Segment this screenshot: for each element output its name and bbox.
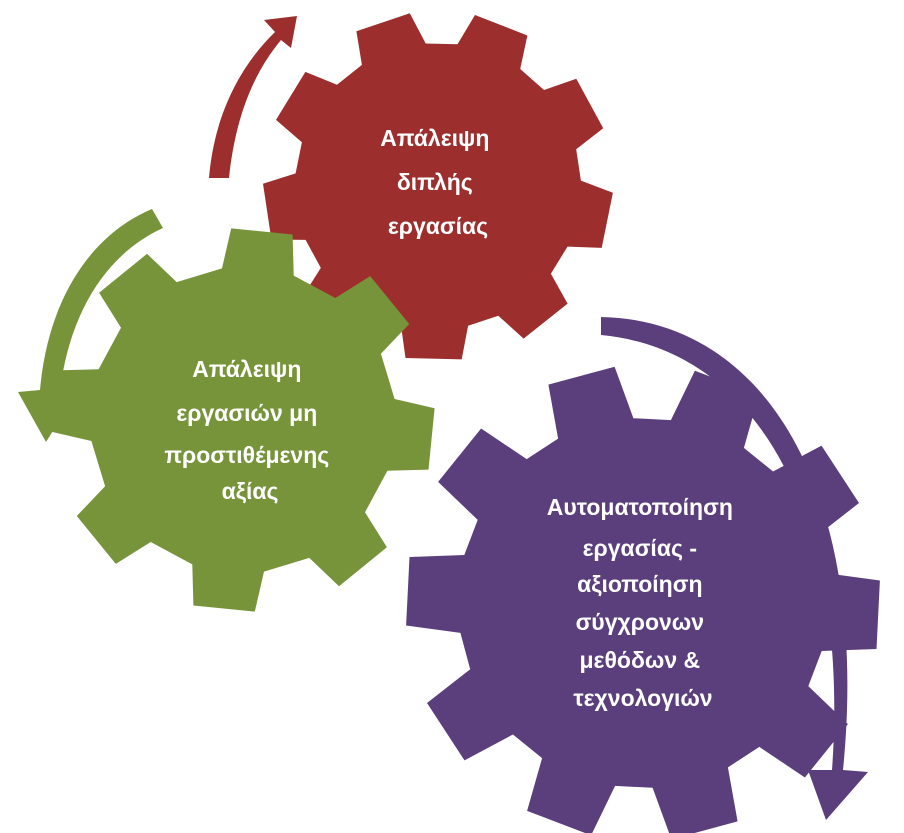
gear-red-shape (263, 13, 613, 360)
gear-purple-line-4: σύγχρονων (576, 609, 704, 635)
gear-green-shape (51, 228, 435, 612)
green-curved-arrow (18, 209, 163, 442)
purple-arrow-body (601, 317, 868, 820)
gear-red: Απάλειψη διπλής εργασίας (263, 13, 613, 360)
gear-green-line-3: προστιθέμενης (164, 442, 329, 468)
gear-green-line-2: εργασιών μη (176, 400, 317, 426)
gear-green-label: Απάλειψη εργασιών μη προστιθέμενης αξίας (164, 356, 335, 504)
gear-red-label: Απάλειψη διπλής εργασίας (380, 125, 496, 239)
gear-red-line-1: Απάλειψη (380, 125, 489, 151)
red-arrow-body (209, 16, 297, 178)
gear-purple-line-5: μεθόδων & (579, 647, 700, 673)
gear-purple-label: Αυτοματοποίηση εργασίας - αξιοποίηση σύγ… (547, 494, 740, 711)
gear-red-line-2: διπλής (397, 169, 473, 195)
gear-purple-shape (406, 366, 880, 833)
gear-purple-line-1: Αυτοματοποίηση (547, 494, 733, 520)
green-arrow-body (18, 209, 163, 442)
gear-purple-line-6: τεχνολογιών (573, 685, 712, 711)
gear-green-line-4: αξίας (222, 478, 279, 504)
gear-green: Απάλειψη εργασιών μη προστιθέμενης αξίας (51, 228, 435, 612)
purple-curved-arrow (601, 317, 868, 820)
gear-red-line-3: εργασίας (388, 213, 488, 239)
red-curved-arrow (209, 16, 297, 178)
gear-purple-line-3: αξιοποίηση (577, 571, 702, 597)
gear-green-line-1: Απάλειψη (192, 356, 301, 382)
gear-purple-line-2: εργασίας - (583, 535, 697, 561)
gear-purple: Αυτοματοποίηση εργασίας - αξιοποίηση σύγ… (406, 366, 880, 833)
